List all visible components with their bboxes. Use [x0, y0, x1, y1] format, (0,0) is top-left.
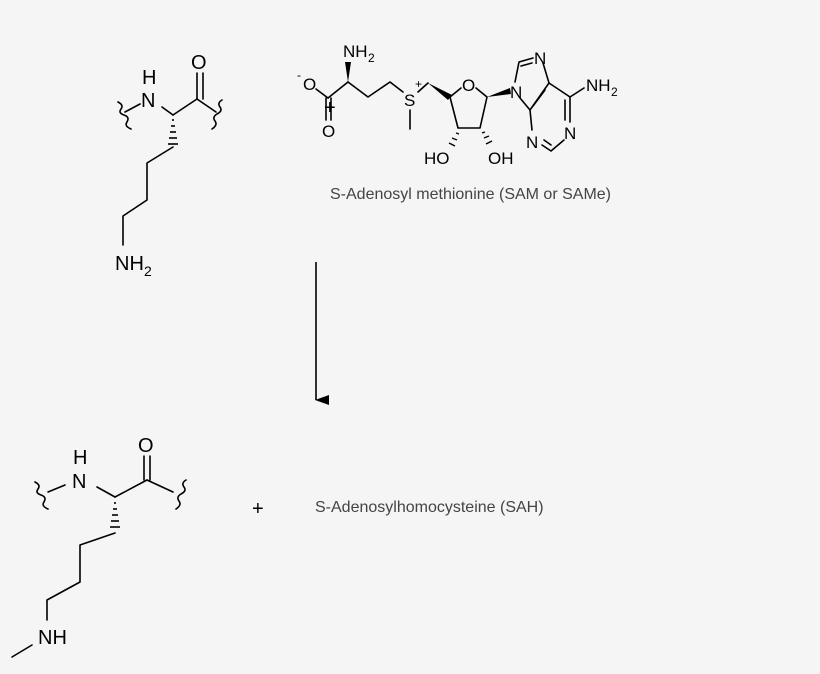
atom-o: O	[191, 52, 207, 74]
bond	[417, 82, 429, 93]
sam-molecule: O - O NH 2 S + O HO OH N N N N	[297, 42, 618, 168]
bond	[196, 98, 217, 113]
sam-caption: S-Adenosyl methionine (SAM or SAMe)	[330, 186, 611, 203]
bond	[47, 484, 66, 493]
atom-nh: NH	[38, 627, 67, 649]
hashed-bond	[448, 131, 493, 147]
bond	[315, 88, 329, 99]
bond	[124, 103, 141, 113]
bond	[146, 479, 174, 493]
wavy-bond-left	[117, 101, 132, 130]
bond	[114, 479, 148, 498]
plus-sign: +	[252, 498, 264, 520]
bond-double	[543, 139, 552, 146]
charge-plus: +	[415, 77, 422, 91]
atom-n9: N	[510, 83, 522, 102]
atom-oh: OH	[488, 149, 514, 168]
bond-double	[520, 62, 533, 67]
bond	[161, 106, 174, 116]
wedge-bond	[345, 62, 351, 82]
atom-nh2: NH	[343, 42, 368, 61]
side-chain	[46, 532, 116, 621]
atom-h: H	[73, 447, 87, 469]
wavy-bond-left	[34, 481, 49, 510]
atom-n1: N	[564, 124, 576, 143]
wedge-bond	[487, 88, 511, 97]
hashed-bond	[168, 119, 178, 145]
ribose-ring	[449, 87, 488, 129]
bond	[327, 81, 349, 99]
sah-caption: S-Adenosylhomocysteine (SAH)	[315, 499, 544, 516]
chain	[347, 81, 404, 98]
atom-adenine-nh2: NH	[586, 76, 611, 95]
bond-double	[532, 89, 546, 107]
bond	[541, 139, 565, 152]
atom-n3: N	[526, 133, 538, 152]
subscript: 2	[144, 263, 152, 279]
bond	[172, 98, 198, 116]
atom-s: S	[404, 91, 415, 110]
bond	[96, 486, 116, 498]
bond	[514, 57, 534, 83]
wavy-bond-right	[175, 479, 187, 510]
bond	[569, 87, 585, 98]
bond	[548, 82, 571, 123]
atom-o-minus: O	[303, 75, 316, 94]
atom-nh2: NH	[115, 253, 144, 275]
atom-ho: HO	[424, 149, 450, 168]
bond	[529, 109, 533, 131]
wedge-bond	[428, 83, 452, 100]
side-chain	[122, 146, 174, 246]
atom-h: H	[142, 67, 156, 89]
atom-o: O	[138, 435, 154, 457]
bond-methyl	[11, 644, 33, 658]
hashed-bond	[110, 502, 120, 528]
wavy-bond-right	[211, 99, 223, 130]
atom-n: N	[72, 471, 86, 493]
atom-ring-o: O	[462, 76, 475, 95]
subscript: 2	[368, 51, 375, 65]
plus-sign: +	[324, 97, 336, 119]
atom-n: N	[141, 90, 155, 112]
atom-o-carbonyl: O	[322, 122, 335, 141]
lysine-residue: N H O NH 2	[115, 52, 223, 279]
subscript: 2	[611, 85, 618, 99]
charge-minus: -	[297, 68, 301, 82]
methyllysine-residue: N H O NH	[11, 435, 187, 658]
